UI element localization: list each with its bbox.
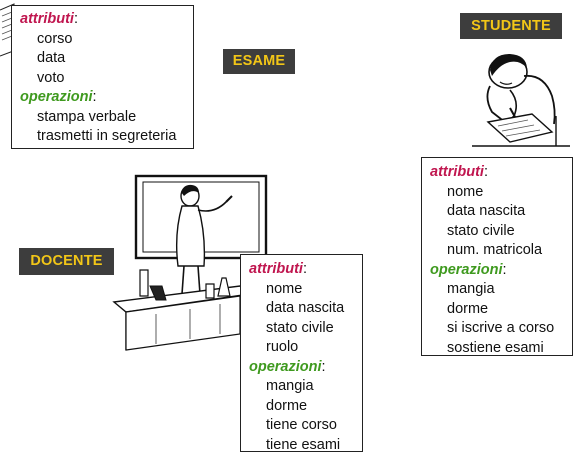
list-item: voto xyxy=(37,69,65,86)
studente-attributi-header: attributi: xyxy=(430,164,488,180)
esame-class-box: attributi: corso data voto operazioni: s… xyxy=(11,5,194,149)
list-item: ruolo xyxy=(266,339,299,355)
docente-operazioni-list: mangia dorme tiene corso tiene esami xyxy=(249,377,362,455)
list-item: stato civile xyxy=(266,319,334,336)
list-item: tiene esami xyxy=(266,436,341,453)
esame-label: ESAME xyxy=(223,49,295,74)
list-item: num. matricola xyxy=(447,242,543,258)
studente-attributi-list: nome data nascita stato civile num. matr… xyxy=(430,183,572,261)
student-writing-icon xyxy=(472,54,570,147)
list-item: dorme xyxy=(266,397,308,414)
esame-operazioni-list: stampa verbale trasmetti in segreteria xyxy=(20,108,193,147)
studente-class-box: attributi: nome data nascita stato civil… xyxy=(421,157,573,356)
docente-attributi-header: attributi: xyxy=(249,261,307,277)
list-item: dorme xyxy=(447,300,489,317)
studente-label: STUDENTE xyxy=(460,13,562,39)
list-item: data nascita xyxy=(266,300,345,316)
docente-class-box: attributi: nome data nascita stato civil… xyxy=(240,254,363,455)
docente-attributi-list: nome data nascita stato civile ruolo xyxy=(249,280,362,358)
list-item: si iscrive a corso xyxy=(447,320,555,336)
list-item: data xyxy=(37,50,66,66)
list-item: mangia xyxy=(266,378,314,394)
list-item: mangia xyxy=(447,281,495,297)
studente-operazioni-list: mangia dorme si iscrive a corso sostiene… xyxy=(430,280,572,358)
list-item: nome xyxy=(266,280,303,297)
esame-attributi-header: attributi: xyxy=(20,11,78,27)
list-item: stato civile xyxy=(447,222,515,239)
list-item: corso xyxy=(37,30,73,47)
studente-operazioni-header: operazioni: xyxy=(430,261,507,278)
docente-label: DOCENTE xyxy=(19,248,114,275)
list-item: stampa verbale xyxy=(37,108,137,125)
list-item: trasmetti in segreteria xyxy=(37,128,177,144)
list-item: tiene corso xyxy=(266,417,337,433)
docente-operazioni-header: operazioni: xyxy=(249,358,326,375)
list-item: nome xyxy=(447,183,484,200)
list-item: data nascita xyxy=(447,203,526,219)
esame-operazioni-header: operazioni: xyxy=(20,89,97,105)
list-item: sostiene esami xyxy=(447,339,544,356)
esame-attributi-list: corso data voto xyxy=(20,30,193,89)
